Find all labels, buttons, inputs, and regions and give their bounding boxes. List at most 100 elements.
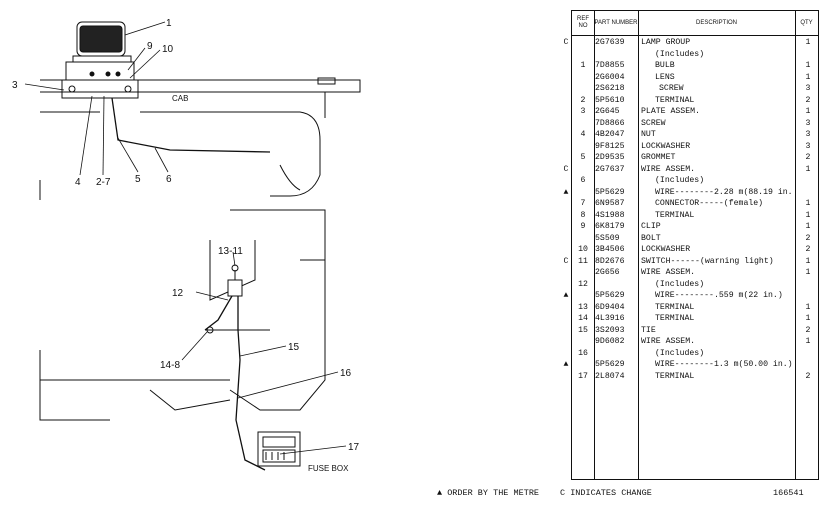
description-cell: LOCKWASHER: [641, 245, 691, 254]
part-number-cell: 6D9404: [595, 302, 625, 312]
figure-number: 166541: [773, 488, 804, 498]
table-row: 16 (Includes): [572, 348, 818, 359]
description-cell: CONNECTOR-----(female): [655, 199, 764, 208]
ref-no-cell: 4: [580, 130, 586, 139]
callout-17: 17: [348, 442, 360, 453]
part-number-cell: 7D8866: [595, 118, 625, 128]
qty-cell: 3: [805, 118, 811, 128]
qty-cell: 1: [805, 61, 811, 70]
cab-pillar: [39, 209, 326, 421]
change-marker: ▲: [563, 360, 569, 369]
qty-cell: 1: [805, 302, 811, 312]
callout-13-11: 13-11: [218, 246, 243, 257]
part-number-cell: 5P5610: [595, 95, 625, 105]
change-marker: C: [563, 164, 569, 174]
callout-6: 6: [166, 174, 172, 185]
header-part-number: PART NUMBER: [594, 19, 638, 26]
description-cell: WIRE ASSEM.: [641, 164, 696, 174]
ref-no-cell: 9: [580, 222, 586, 231]
header-qty: QTY: [800, 19, 813, 26]
qty-cell: 1: [805, 256, 811, 266]
table-header: REF NO PART NUMBER DESCRIPTION QTY: [572, 11, 818, 36]
description-cell: GROMMET: [641, 153, 676, 162]
qty-cell: 2: [805, 233, 811, 243]
ref-no-cell: 10: [578, 245, 588, 254]
qty-cell: 1: [805, 210, 811, 220]
description-cell: WIRE ASSEM.: [641, 268, 696, 277]
qty-cell: 2: [805, 325, 811, 335]
callout-leaders: [24, 21, 347, 455]
description-cell: LAMP GROUP: [641, 38, 691, 47]
ref-no-cell: 14: [578, 314, 588, 323]
cab-label: CAB: [172, 94, 188, 103]
part-number-cell: 2S6218: [595, 84, 625, 93]
part-number-cell: 6N9587: [595, 199, 625, 208]
ref-no-cell: 8: [580, 210, 586, 220]
qty-cell: 2: [805, 95, 811, 105]
part-number-cell: 5P5629: [595, 291, 625, 300]
lamp-group-drawing: [61, 21, 139, 99]
change-marker: C: [563, 256, 569, 266]
ref-no-cell: 16: [578, 348, 588, 358]
table-row: 6 (Includes): [572, 175, 818, 186]
column-divider: [795, 11, 796, 479]
ref-no-cell: 3: [580, 107, 586, 116]
qty-cell: 1: [805, 337, 811, 346]
callout-5: 5: [135, 174, 141, 185]
ref-no-cell: 12: [578, 279, 588, 289]
part-number-cell: 2G645: [595, 107, 620, 116]
qty-cell: 3: [805, 130, 811, 139]
change-marker: ▲: [563, 187, 569, 197]
callout-3: 3: [12, 80, 18, 91]
description-cell: LOCKWASHER: [641, 141, 691, 151]
description-cell: WIRE--------1.3 m(50.00 in.): [655, 360, 793, 369]
part-number-cell: 5P5629: [595, 360, 625, 369]
ref-no-cell: 7: [580, 199, 586, 208]
description-cell: TERMINAL: [655, 302, 695, 312]
callout-14-8: 14-8: [160, 360, 180, 371]
callout-12: 12: [172, 288, 184, 299]
description-cell: CLIP: [641, 222, 661, 231]
ref-no-cell: 15: [578, 325, 588, 335]
description-cell: WIRE--------.559 m(22 in.): [655, 291, 783, 300]
description-cell: TIE: [641, 325, 656, 335]
ref-no-cell: 6: [580, 176, 586, 185]
part-number-cell: 6K8179: [595, 222, 625, 231]
part-number-cell: 2L8074: [595, 371, 625, 381]
description-cell: (Includes): [655, 279, 705, 289]
qty-cell: 1: [805, 268, 811, 277]
qty-cell: 3: [805, 141, 811, 151]
part-number-cell: 2G7639: [595, 38, 625, 47]
description-cell: (Includes): [655, 348, 705, 358]
callout-1: 1: [166, 18, 172, 29]
qty-cell: 1: [805, 199, 811, 208]
qty-cell: 2: [805, 371, 811, 381]
part-number-cell: 7D8855: [595, 61, 625, 70]
header-description: DESCRIPTION: [695, 19, 737, 26]
ref-no-cell: 17: [578, 371, 588, 381]
part-number-cell: 4S1988: [595, 210, 625, 220]
qty-cell: 1: [805, 72, 811, 82]
part-number-cell: 4B2047: [595, 130, 625, 139]
ref-no-cell: 2: [580, 95, 586, 105]
wiring-diagram: 1 9 10 3 4 2-7 5 6 13-11 12 14-8 15 16 1…: [12, 18, 361, 473]
part-number-cell: 2G7637: [595, 164, 625, 174]
description-cell: (Includes): [655, 176, 705, 185]
callout-16: 16: [340, 368, 352, 379]
part-number-cell: 2G6004: [595, 72, 625, 82]
ref-no-cell: 1: [580, 61, 586, 70]
callout-2-7: 2-7: [96, 177, 111, 188]
cab-outline: [39, 77, 361, 200]
column-divider: [594, 11, 595, 479]
qty-cell: 3: [805, 84, 811, 93]
callout-9: 9: [147, 41, 153, 52]
